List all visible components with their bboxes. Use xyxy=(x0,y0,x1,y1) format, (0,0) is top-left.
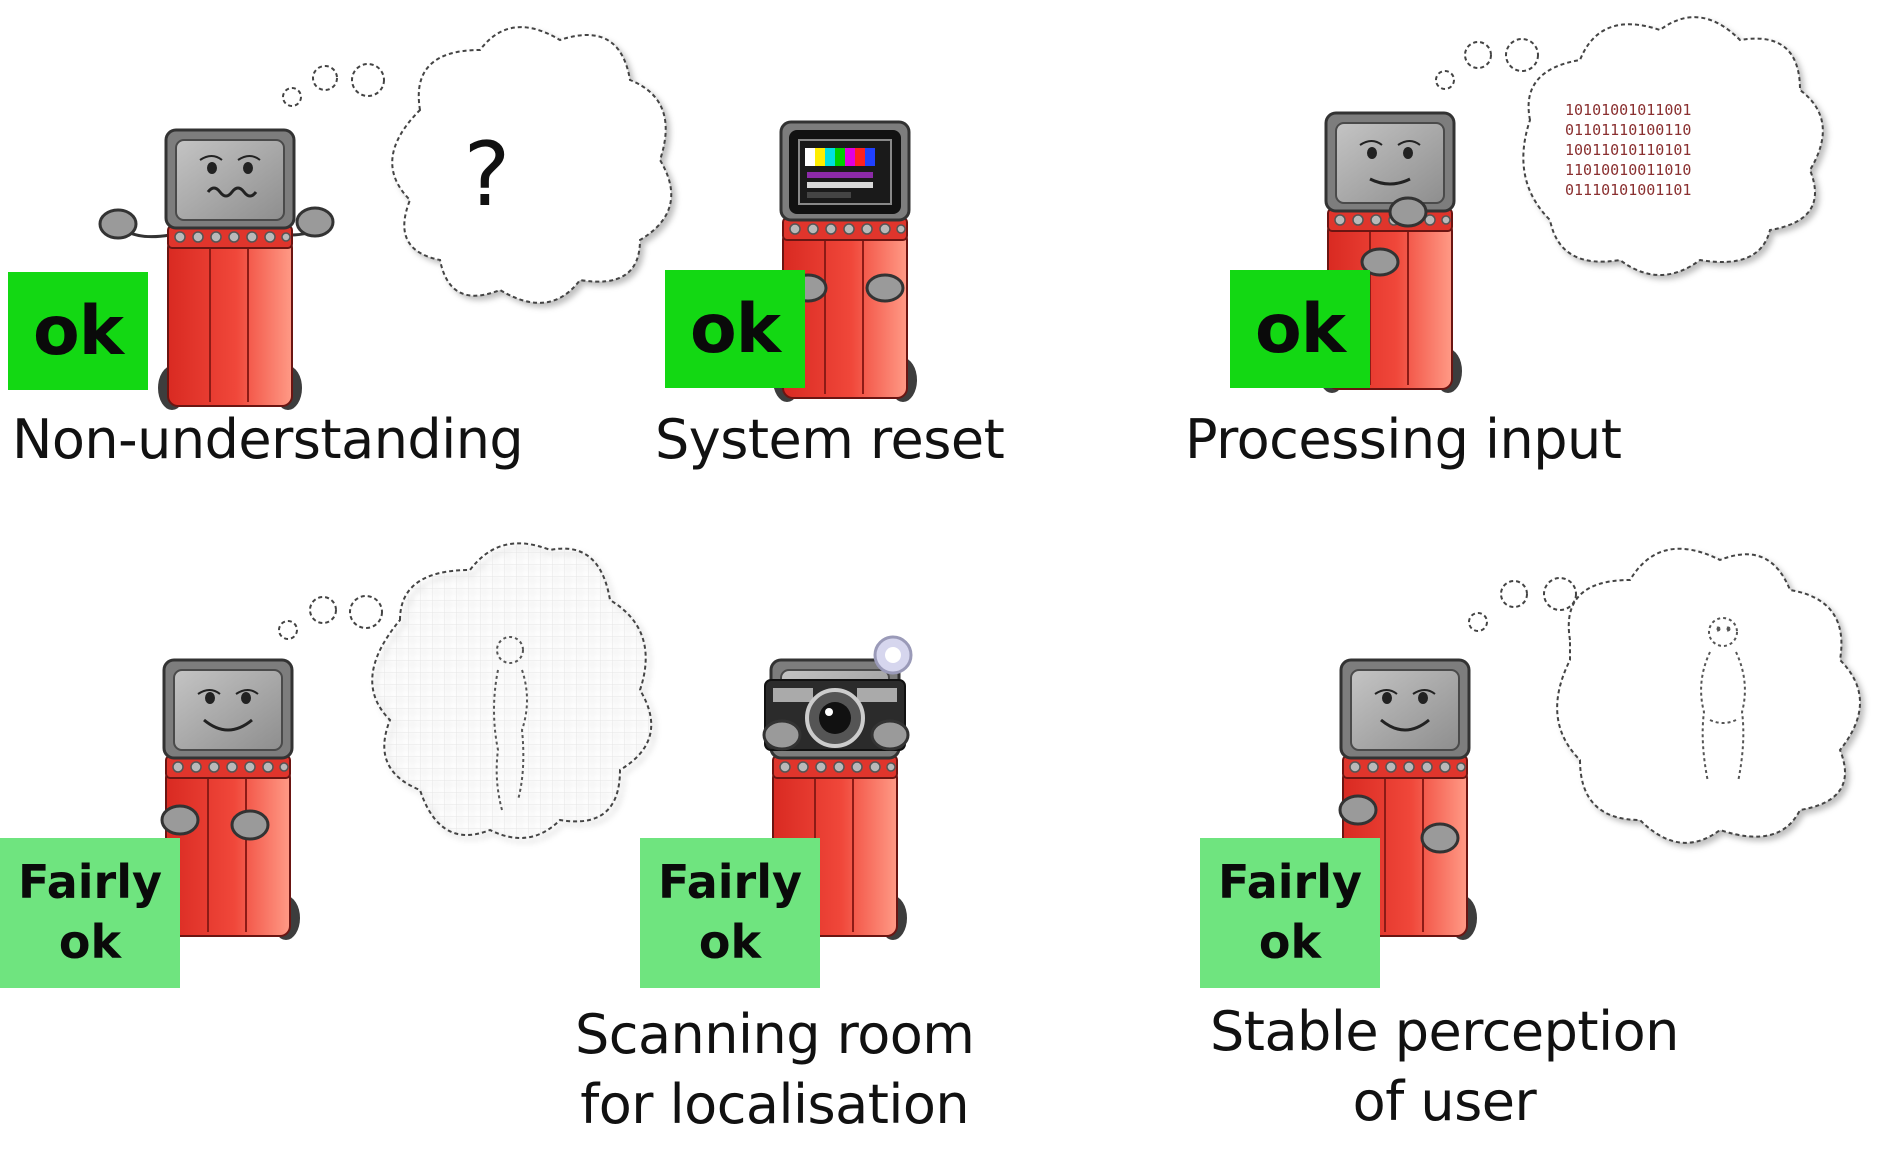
status-line: ok xyxy=(1258,915,1322,969)
svg-text:11010010011010: 11010010011010 xyxy=(1565,161,1691,179)
status-badge-fairly-ok: Fairly ok xyxy=(1200,838,1380,988)
user-figure-icon xyxy=(1700,617,1746,783)
svg-text:10011010110101: 10011010110101 xyxy=(1565,141,1691,159)
status-line: Fairly xyxy=(18,855,162,910)
caption-line: Non-understanding xyxy=(12,408,524,471)
caption-line: of user xyxy=(1352,1070,1537,1134)
thought-bubble xyxy=(1435,16,1824,276)
user-figure-icon xyxy=(493,636,528,811)
caption-scanning-room: Scanning room for localisation xyxy=(575,1000,975,1140)
thought-bubble xyxy=(278,542,653,839)
status-line: ok xyxy=(698,915,762,969)
panel-scanning-room xyxy=(761,635,913,942)
panel-processing-input: 10101001011001 01101110100110 1001101011… xyxy=(1316,16,1824,395)
caption-stable-perception: Stable perception of user xyxy=(1210,997,1679,1137)
caption-system-reset: System reset xyxy=(655,405,1005,475)
caption-processing-input: Processing input xyxy=(1185,405,1622,475)
status-badge-fairly-ok: Fairly ok xyxy=(0,838,180,988)
caption-line: System reset xyxy=(655,408,1005,471)
caption-line: Scanning room xyxy=(575,1003,975,1066)
thought-bubble xyxy=(1468,547,1861,844)
binary-data-icon: 10101001011001 01101110100110 1001101011… xyxy=(1565,101,1691,199)
svg-text:01110101001101: 01110101001101 xyxy=(1565,181,1691,199)
status-line: Fairly xyxy=(1218,855,1362,910)
thought-bubble xyxy=(282,26,673,304)
caption-line: Stable perception xyxy=(1210,1000,1679,1063)
caption-line: Processing input xyxy=(1185,408,1622,471)
status-badge-ok: ok xyxy=(665,270,805,388)
caption-non-understanding: Non-understanding xyxy=(12,405,524,475)
status-badge-fairly-ok: Fairly ok xyxy=(640,838,820,988)
panel-system-reset xyxy=(771,120,919,404)
status-line: Fairly xyxy=(658,855,802,910)
caption-line: for localisation xyxy=(580,1073,970,1137)
status-line: ok xyxy=(58,915,122,969)
status-badge-ok: ok xyxy=(1230,270,1370,388)
panel-non-understanding: ? xyxy=(98,26,673,412)
panel-perceiving-user xyxy=(154,542,653,942)
question-mark-icon: ? xyxy=(464,123,511,226)
status-badge-ok: ok xyxy=(8,272,148,390)
panel-stable-perception xyxy=(1331,547,1861,942)
svg-text:10101001011001: 10101001011001 xyxy=(1565,101,1691,119)
test-pattern-icon xyxy=(789,130,901,214)
svg-text:01101110100110: 01101110100110 xyxy=(1565,121,1691,139)
